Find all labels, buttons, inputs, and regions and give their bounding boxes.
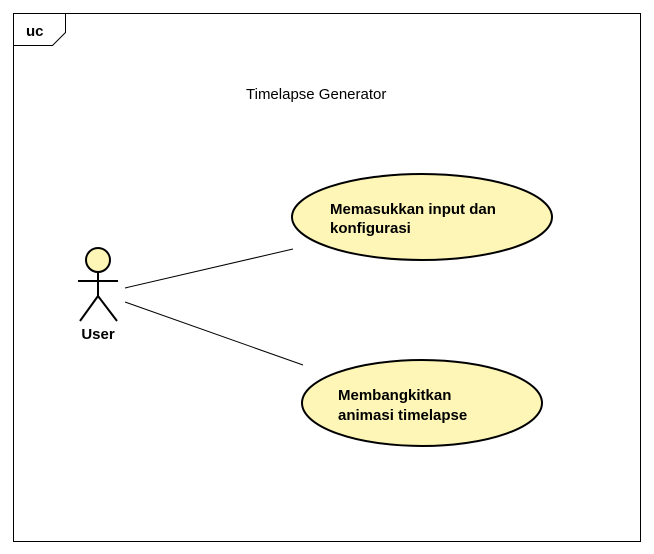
use-case-label-line2: animasi timelapse	[338, 407, 467, 424]
association-line-timelapse	[124, 301, 304, 366]
use-case-generate-timelapse[interactable]: Membangkitkan animasi timelapse	[301, 359, 543, 447]
diagram-frame	[13, 13, 641, 542]
actor-right-leg	[97, 295, 118, 322]
use-case-label-line2: konfigurasi	[330, 220, 411, 237]
actor-label: User	[81, 326, 115, 343]
association-line-input	[124, 248, 294, 289]
use-case-ellipse	[291, 173, 553, 261]
use-case-label-line1: Memasukkan input dan	[330, 201, 496, 218]
frame-label: uc	[26, 23, 44, 40]
use-case-label-line1: Membangkitkan	[338, 387, 451, 404]
use-case-input-configuration[interactable]: Memasukkan input dan konfigurasi	[291, 173, 553, 261]
use-case-ellipse	[301, 359, 543, 447]
actor-left-leg	[79, 295, 99, 322]
frame-tab	[13, 13, 66, 46]
actor-user[interactable]: User	[78, 247, 118, 343]
system-title: Timelapse Generator	[246, 86, 386, 103]
actor-head	[85, 247, 111, 273]
